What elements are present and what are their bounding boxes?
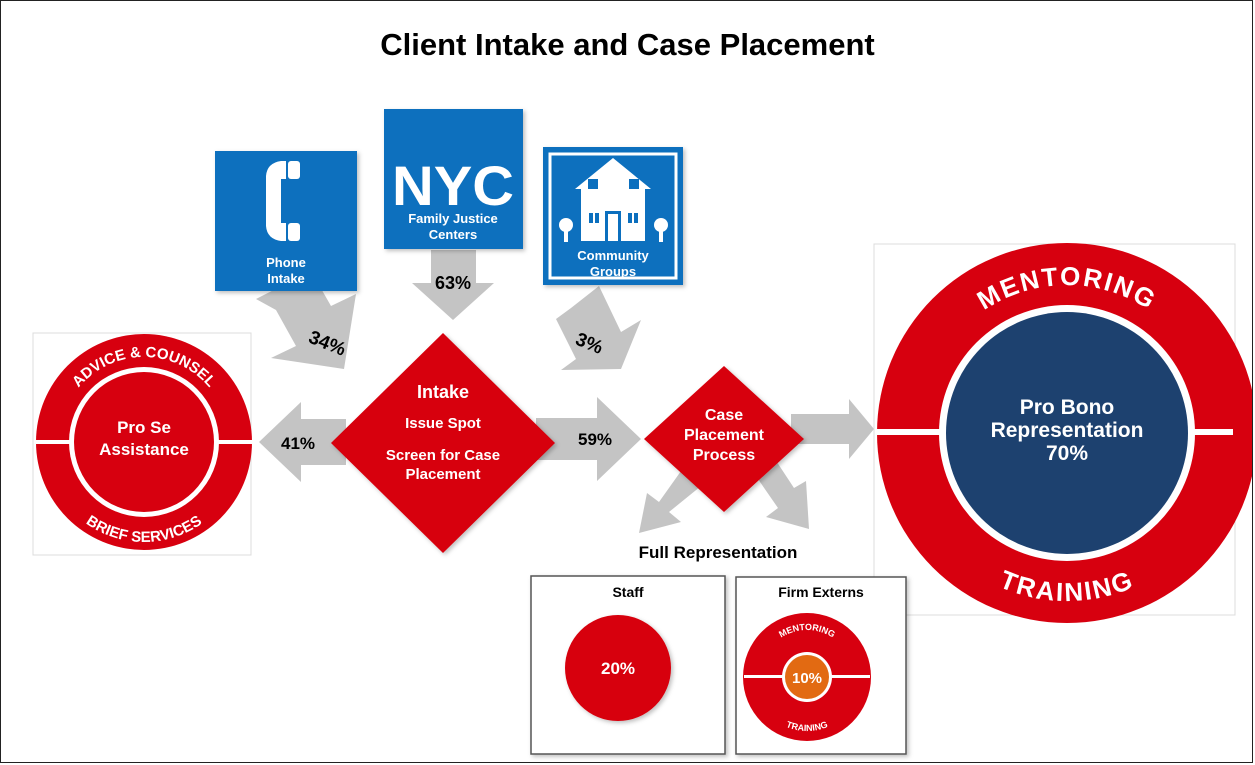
phone-icon	[266, 161, 300, 241]
nyc-logo: NYC	[392, 154, 514, 217]
phone-intake-label-1: Phone	[266, 255, 306, 270]
arrow-case-to-staff	[639, 464, 706, 533]
arrow-case-to-probono	[791, 399, 874, 459]
intake-line-2: Screen for Case	[386, 447, 500, 464]
pro-bono-label-2: Representation	[991, 419, 1144, 442]
externs-label: Firm Externs	[778, 584, 864, 600]
intake-title: Intake	[417, 382, 469, 402]
pro-se-label-1: Pro Se	[117, 418, 171, 437]
house-icon	[559, 158, 668, 242]
intake-line-1: Issue Spot	[405, 415, 481, 432]
case-placement-line-1: Case	[705, 407, 743, 424]
staff-label: Staff	[612, 584, 643, 600]
full-representation-label: Full Representation	[639, 543, 798, 562]
pro-bono-label-3: 70%	[1046, 442, 1088, 465]
externs-percent: 10%	[792, 670, 822, 687]
pro-bono-label-1: Pro Bono	[1020, 396, 1115, 419]
percent-nyc: 63%	[435, 273, 471, 293]
staff-percent: 20%	[601, 659, 635, 678]
externs-circle	[743, 613, 871, 741]
intake-line-3: Placement	[405, 466, 480, 483]
community-label-1: Community	[577, 248, 649, 263]
pro-se-panel	[32, 332, 252, 556]
staff-circle	[565, 615, 671, 721]
arrow-nyc-to-intake: 63%	[412, 250, 494, 320]
case-placement-line-3: Process	[693, 447, 755, 464]
arrow-intake-to-case	[536, 397, 641, 481]
diagram-title: Client Intake and Case Placement	[380, 27, 875, 62]
pro-bono-panel	[873, 243, 1252, 623]
pro-se-label-2: Assistance	[99, 440, 189, 459]
community-label-2: Groups	[590, 264, 636, 279]
externs-ring-bottom: TRAINING	[785, 719, 829, 733]
arrow-community-to-case: 3%	[556, 286, 641, 370]
arrow-intake-to-prose	[259, 402, 346, 482]
nyc-box	[384, 109, 523, 249]
case-placement-diamond	[644, 366, 804, 512]
intake-diamond	[331, 333, 555, 553]
percent-case: 59%	[578, 430, 612, 449]
nyc-label-1: Family Justice	[408, 211, 498, 226]
arrow-phone-to-intake: 34%	[256, 271, 356, 369]
phone-intake-label-2: Intake	[267, 271, 305, 286]
nyc-label-2: Centers	[429, 227, 477, 242]
percent-prose: 41%	[281, 434, 315, 453]
case-placement-line-2: Placement	[684, 427, 765, 444]
